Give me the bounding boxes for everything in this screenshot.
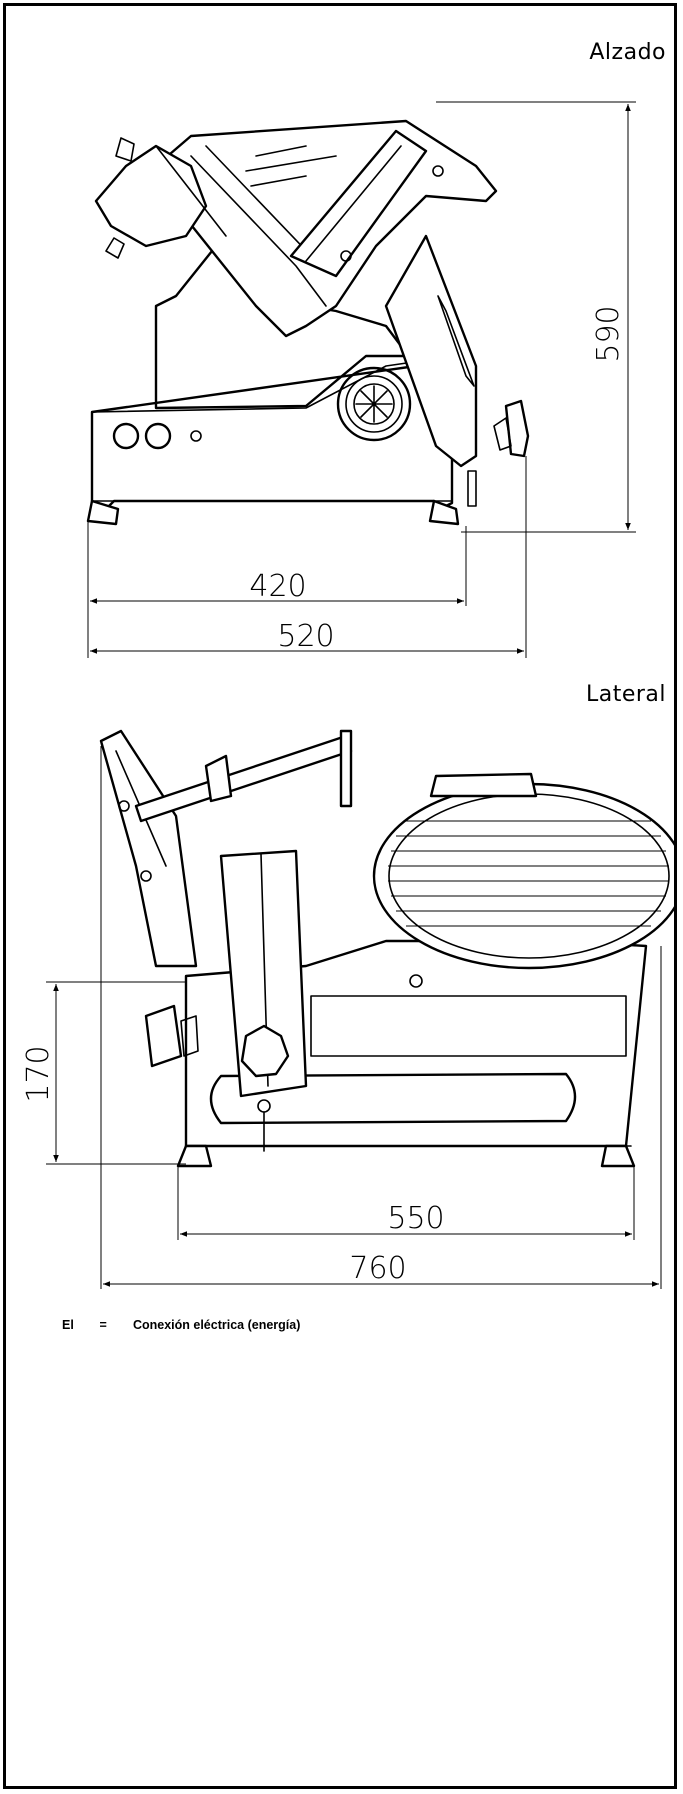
legend: El = Conexión eléctrica (energía) [62,1318,300,1332]
legend-item: El = Conexión eléctrica (energía) [62,1318,300,1332]
technical-drawing: 590 420 520 170 550 760 [21,101,674,1289]
alzado-slicer-drawing [86,119,530,526]
legend-separator: = [99,1318,107,1332]
lateral-dimensions [46,746,662,1289]
alzado-height-value: 590 [591,305,626,362]
blade-lines [388,820,669,927]
lateral-outer-width-value: 760 [349,1251,406,1286]
lateral-view-title: Lateral [585,682,666,707]
alzado-inner-width-value: 420 [249,569,306,604]
alzado-dimensions [87,101,636,658]
legend-text: Conexión eléctrica (energía) [132,1318,301,1332]
legend-code: El [62,1318,74,1332]
alzado-outer-width-value: 520 [277,619,334,654]
lateral-slicer-drawing [99,729,674,1168]
lateral-height-value: 170 [21,1045,56,1102]
lateral-inner-width-value: 550 [387,1201,444,1236]
drawing-sheet: Alzado Lateral [3,3,677,1789]
alzado-view-title: Alzado [589,40,666,65]
